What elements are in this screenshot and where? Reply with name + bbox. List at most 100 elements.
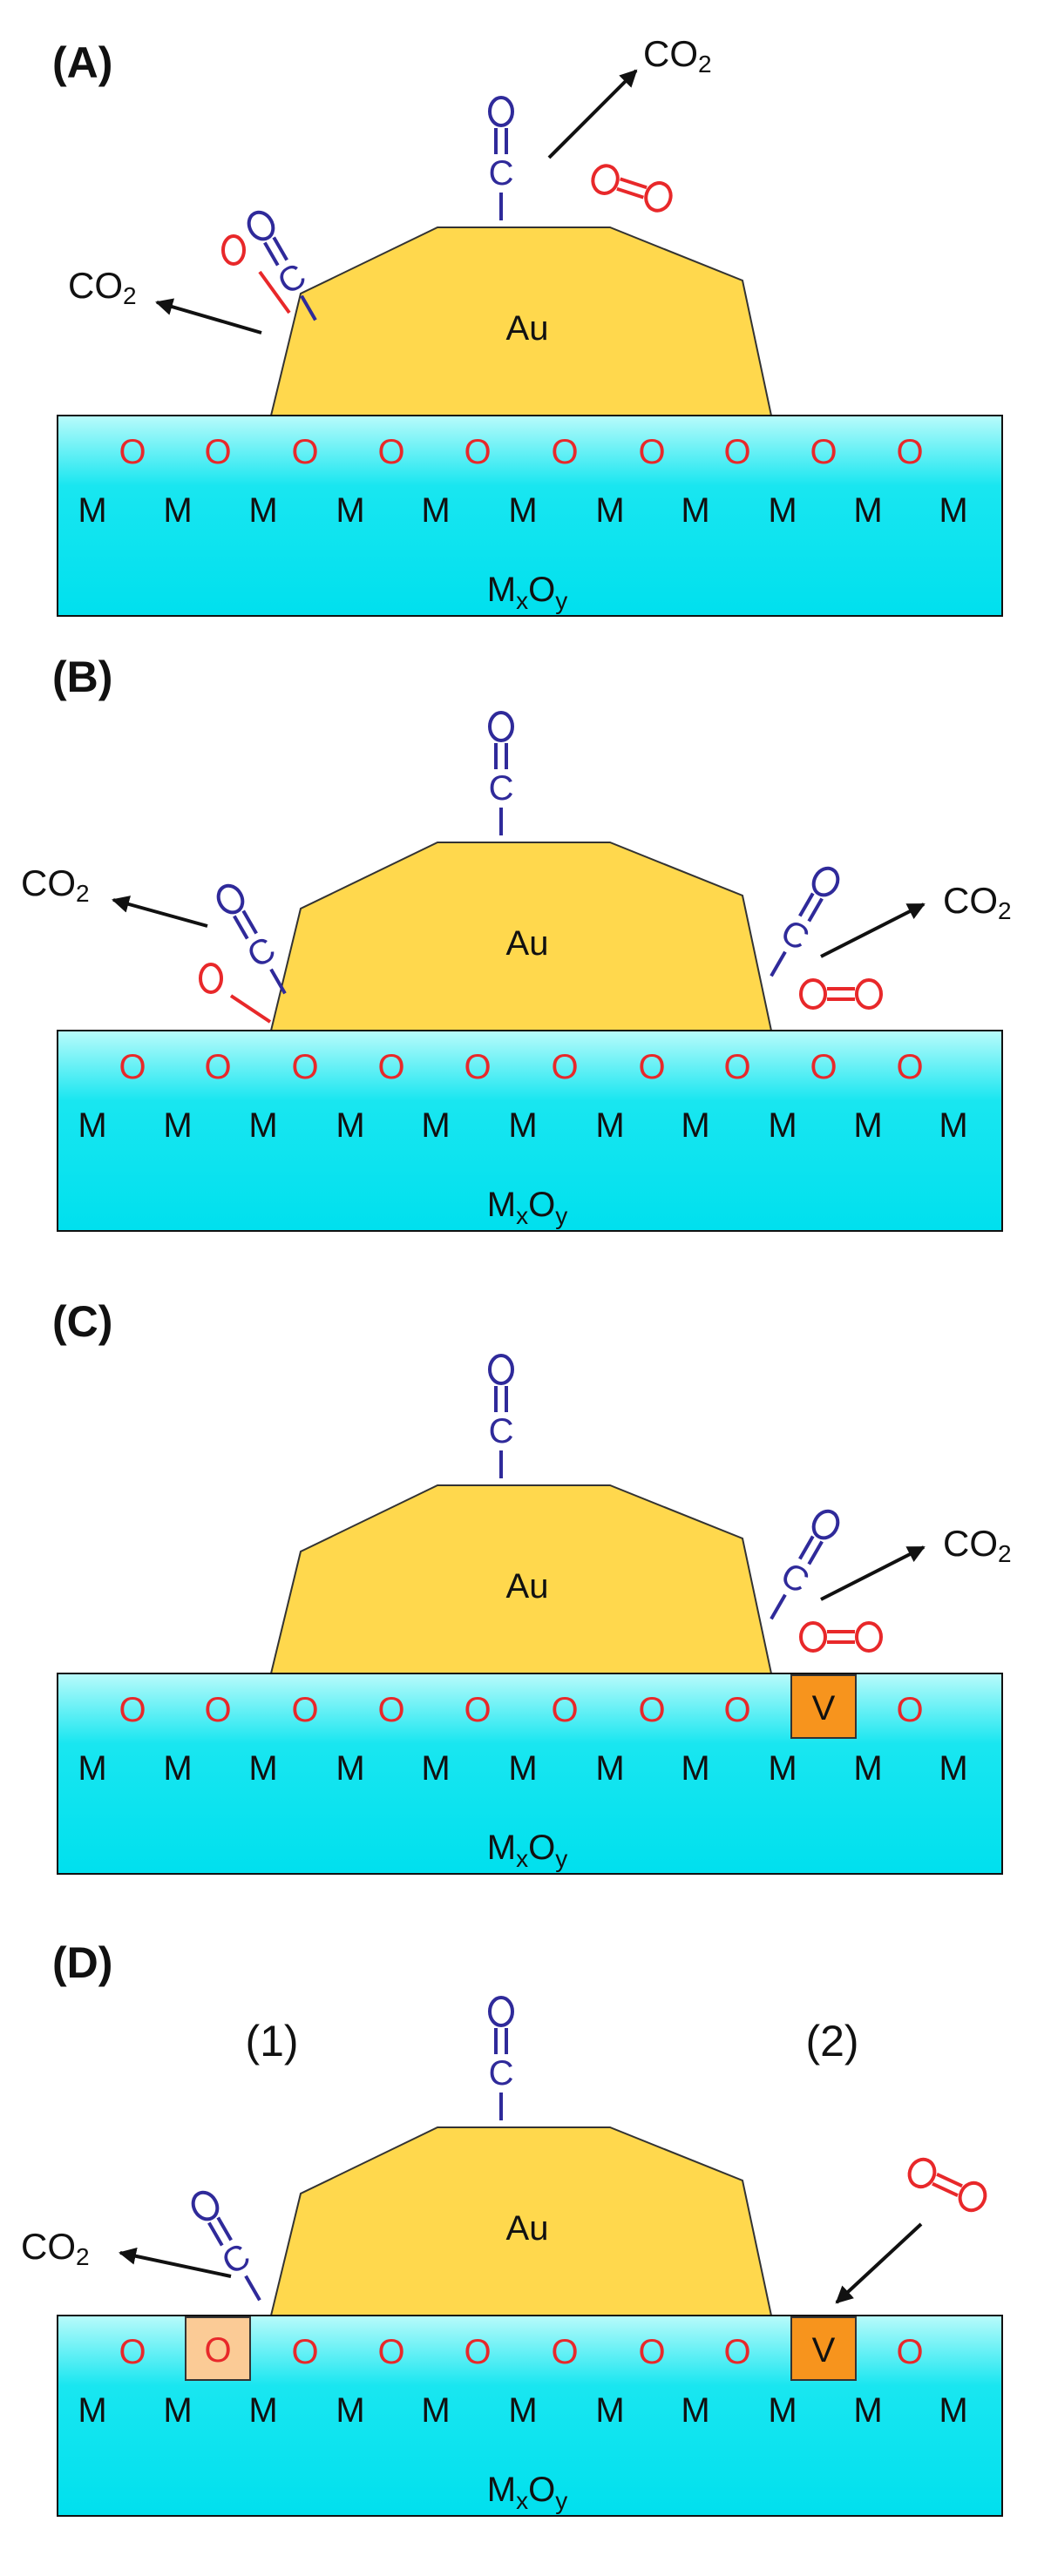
co-bond-to-surface	[770, 950, 787, 977]
co-oxygen-atom	[488, 96, 514, 127]
co-top-adsorbed: C	[488, 711, 514, 835]
metal-atom: M	[163, 1106, 192, 1145]
support-formula-label: MxOy	[487, 1829, 567, 1872]
co2-product-right: CO2	[943, 880, 1012, 924]
metal-atom: M	[248, 491, 277, 530]
metal-atom: M	[595, 1749, 624, 1788]
metal-atom: M	[248, 1106, 277, 1145]
o2-oxygen-atom-left	[799, 978, 827, 1010]
step-2-label: (2)	[805, 2017, 858, 2066]
oxide-support	[57, 1030, 1003, 1232]
metal-atom: M	[853, 491, 882, 530]
co-oxygen-atom	[811, 866, 840, 897]
o2-molecule-gas	[907, 2157, 987, 2213]
o2-bond-bottom	[932, 2181, 959, 2198]
co-double-bond-right	[216, 2216, 233, 2241]
co2-arrow-right	[820, 1545, 926, 1601]
metal-atom: M	[939, 1749, 967, 1788]
lattice-oxygen: O	[896, 1048, 923, 1086]
reactive-lattice-oxygen-site	[185, 2316, 251, 2381]
o2-molecule-right	[799, 1621, 883, 1653]
metal-atom: M	[595, 1106, 624, 1145]
metal-atom: M	[78, 491, 106, 530]
metal-atom: M	[421, 2391, 450, 2430]
co-double-bond-left	[263, 241, 280, 267]
co2-product-top: CO2	[643, 33, 712, 78]
co-perimeter-left: C	[191, 2190, 261, 2302]
metal-atom: M	[681, 2391, 709, 2430]
lattice-oxygen: O	[723, 433, 750, 471]
oxide-support	[57, 415, 1003, 617]
co2-arrow-top	[547, 69, 638, 159]
metal-atom: M	[508, 491, 537, 530]
o2-oxygen-atom-left	[591, 164, 620, 195]
oxygen-vacancy-site	[790, 2316, 857, 2381]
metal-atom: M	[336, 2391, 364, 2430]
metal-atom: M	[939, 2391, 967, 2430]
o2-molecule-top	[591, 164, 673, 213]
lattice-oxygen: O	[291, 1691, 318, 1729]
metal-atom: M	[595, 491, 624, 530]
lattice-oxygen: O	[723, 2333, 750, 2371]
metal-atom: M	[939, 1106, 967, 1145]
atomic-oxygen-bond	[258, 270, 291, 314]
support-formula-label: MxOy	[487, 1186, 567, 1229]
co-carbon-atom: C	[489, 154, 514, 193]
lattice-oxygen: O	[638, 2333, 665, 2371]
panel-label: (C)	[52, 1297, 112, 1346]
lattice-oxygen: O	[377, 433, 404, 471]
co2-product-left: CO2	[68, 265, 137, 309]
co-perimeter-right: C	[770, 1509, 840, 1620]
o2-oxygen-atom-right	[644, 181, 673, 213]
metal-atom: M	[508, 1749, 537, 1788]
lattice-oxygen: O	[464, 1048, 491, 1086]
co-double-bond-left	[207, 2221, 224, 2247]
lattice-oxygen: O	[551, 1048, 578, 1086]
lattice-oxygen: O	[204, 2331, 231, 2370]
co-double-bond-left	[233, 915, 249, 940]
co2-arrow-right	[820, 903, 926, 958]
lattice-oxygen: O	[377, 1048, 404, 1086]
panel-label: (A)	[52, 38, 112, 87]
panel-label: (D)	[52, 1938, 112, 1987]
o2-adsorption-arrow	[835, 2222, 923, 2304]
gold-label: Au	[506, 924, 549, 963]
metal-atom: M	[248, 1749, 277, 1788]
lattice-oxygen: O	[119, 433, 146, 471]
metal-atom: M	[336, 1106, 364, 1145]
panel-label: (B)	[52, 652, 112, 701]
metal-atom: M	[768, 2391, 797, 2430]
lattice-oxygen: O	[291, 433, 318, 471]
co-oxygen-atom	[191, 2190, 220, 2221]
oxygen-vacancy-site	[790, 1674, 857, 1739]
o2-oxygen-atom-left	[799, 1621, 827, 1653]
metal-atom: M	[508, 2391, 537, 2430]
metal-atom: M	[508, 1106, 537, 1145]
metal-atom: M	[768, 1749, 797, 1788]
lattice-oxygen: O	[204, 1048, 231, 1086]
lattice-oxygen: O	[204, 433, 231, 471]
co2-arrow-left	[155, 298, 262, 335]
lattice-oxygen: O	[810, 433, 837, 471]
metal-atom: M	[681, 1106, 709, 1145]
support-formula-label: MxOy	[487, 2471, 567, 2514]
atomic-oxygen-bond	[229, 994, 272, 1024]
metal-atom: M	[681, 491, 709, 530]
co-double-bond-right	[272, 236, 288, 261]
metal-atom: M	[421, 1749, 450, 1788]
metal-atom: M	[853, 2391, 882, 2430]
o2-oxygen-atom-right	[958, 2180, 987, 2213]
co-oxygen-atom	[811, 1509, 840, 1540]
gold-label: Au	[506, 309, 549, 348]
o2-molecule-right	[799, 978, 883, 1010]
atomic-oxygen-left	[199, 963, 223, 994]
metal-atom: M	[78, 1106, 106, 1145]
lattice-oxygen: O	[810, 1048, 837, 1086]
atomic-oxygen-left	[221, 234, 246, 266]
